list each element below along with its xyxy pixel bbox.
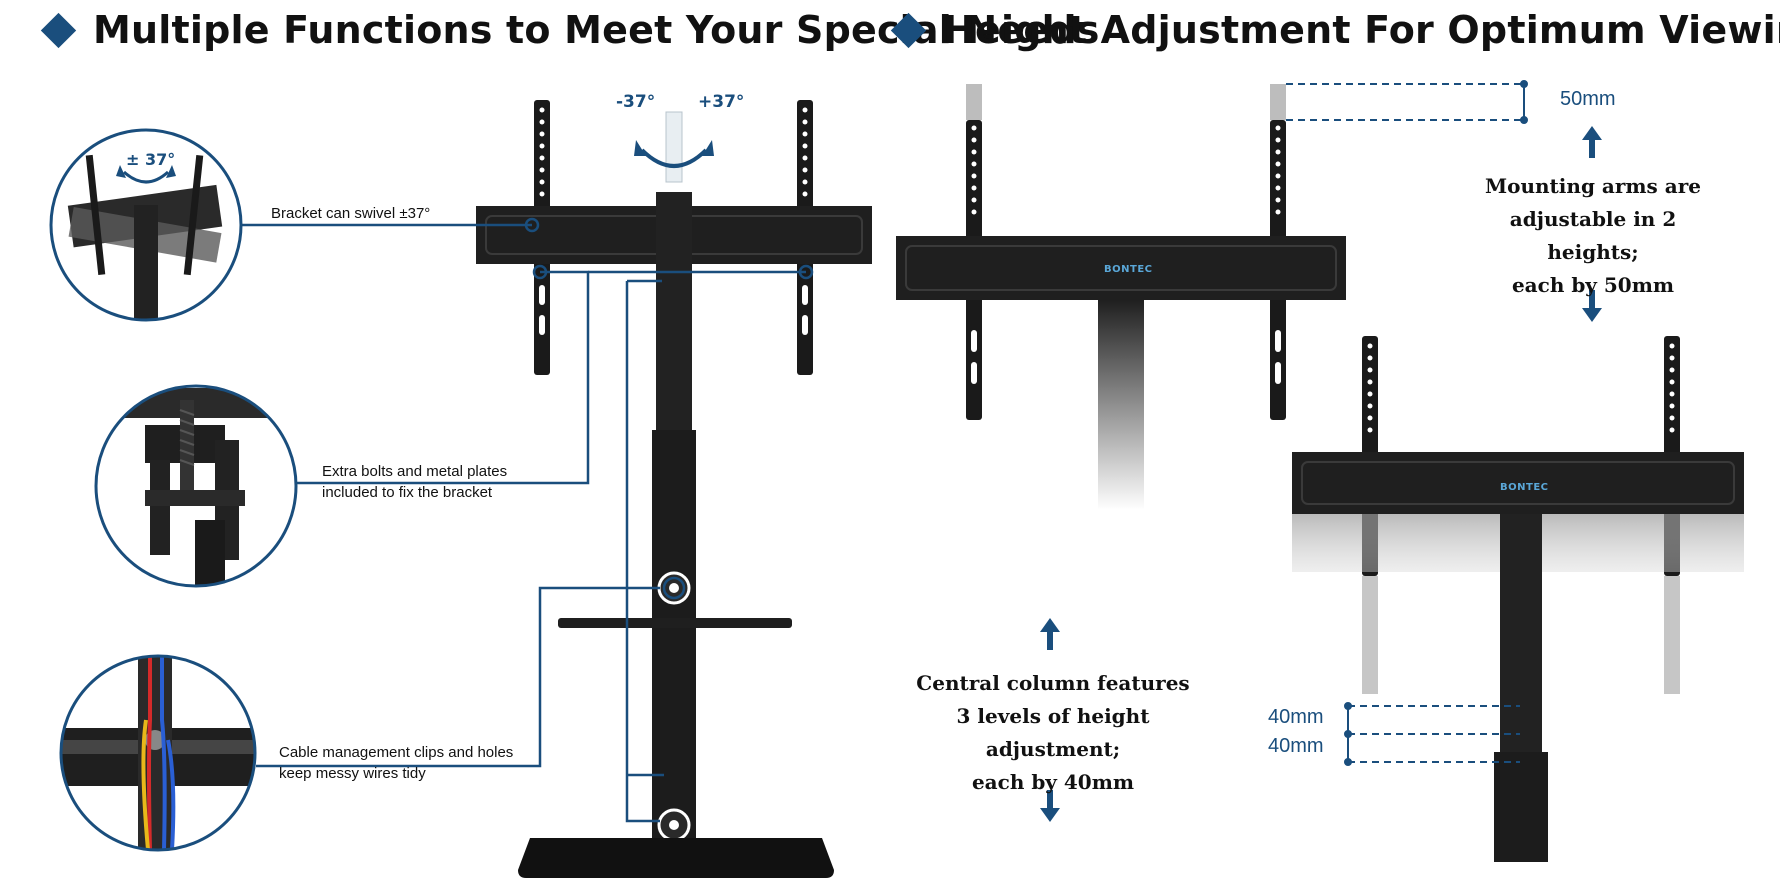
angle-negative-label: -37° <box>616 92 656 112</box>
brand-logo-lower: BONTEC <box>1500 482 1549 493</box>
inset-angle-label: ± 37° <box>126 150 176 169</box>
swivel-callout: Bracket can swivel ±37° <box>271 203 430 224</box>
arms-line3: each by 50mm <box>1511 273 1675 297</box>
bolts-callout-line2: included to fix the bracket <box>322 484 493 501</box>
direction-arrows <box>1040 126 1602 822</box>
brand-logo-upper: BONTEC <box>1104 264 1153 275</box>
angle-positive-label: +37° <box>698 92 745 112</box>
column-line1: Central column features <box>916 671 1190 695</box>
dimension-lines <box>1286 80 1528 766</box>
tv-stand-lower <box>1292 336 1744 862</box>
arms-line1: Mounting arms are <box>1485 174 1701 198</box>
cable-callout-line2: keep messy wires tidy <box>279 765 426 782</box>
column-description: Central column features 3 levels of heig… <box>888 667 1218 799</box>
swivel-callout-text: Bracket can swivel ±37° <box>271 205 431 222</box>
arms-description: Mounting arms are adjustable in 2 height… <box>1468 170 1718 302</box>
heading-right-text: Height Adjustment For Optimum Viewing <box>943 8 1780 52</box>
arms-measure-label: 50mm <box>1560 88 1616 110</box>
column-line2: 3 levels of height adjustment; <box>956 704 1150 761</box>
cable-callout: Cable management clips and holes keep me… <box>279 742 513 784</box>
bolts-callout: Extra bolts and metal plates included to… <box>322 461 507 503</box>
tv-stand-main <box>476 100 872 878</box>
heading-left-text: Multiple Functions to Meet Your Special … <box>93 8 1100 52</box>
swivel-inset <box>49 128 243 322</box>
cable-inset <box>59 654 257 852</box>
arms-line2: adjustable in 2 heights; <box>1509 207 1677 264</box>
heading-multiple-functions: Multiple Functions to Meet Your Special … <box>40 8 1100 52</box>
cable-callout-line1: Cable management clips and holes <box>279 744 514 761</box>
column-measure-1: 40mm <box>1268 706 1324 728</box>
bolts-callout-line1: Extra bolts and metal plates <box>322 463 508 480</box>
bolts-inset <box>94 384 298 588</box>
heading-height-adjustment: Height Adjustment For Optimum Viewing <box>890 8 1780 52</box>
column-measure-2: 40mm <box>1268 735 1324 757</box>
column-line3: each by 40mm <box>971 770 1135 794</box>
callout-lines <box>240 217 814 823</box>
tv-stand-upper <box>896 84 1346 510</box>
